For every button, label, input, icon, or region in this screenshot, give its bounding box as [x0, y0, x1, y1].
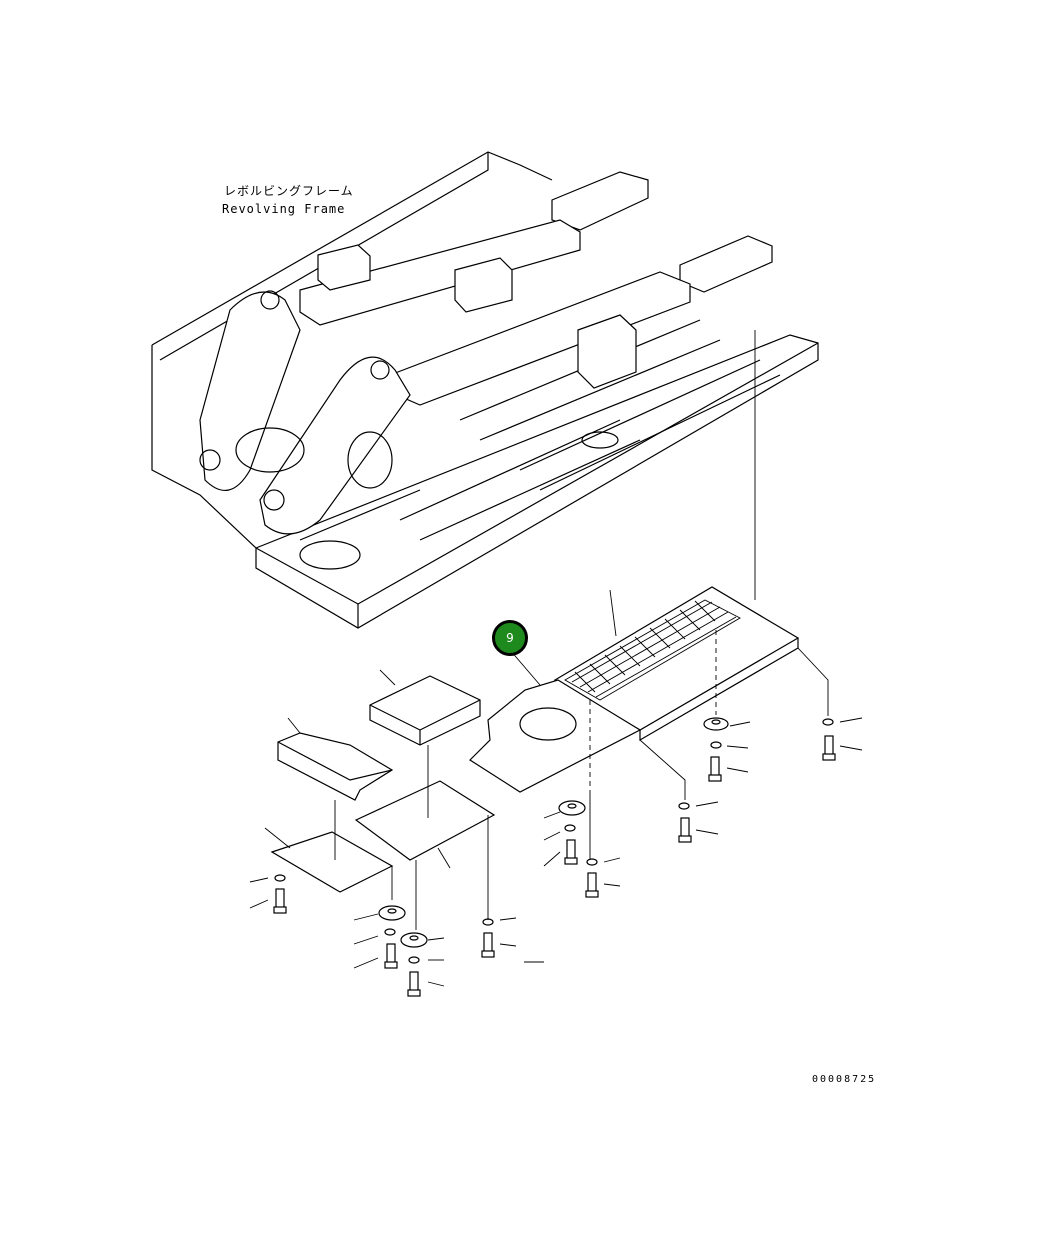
- under-cover-plate[interactable]: [469, 679, 642, 793]
- frame-label-english: Revolving Frame: [222, 202, 346, 216]
- reference-leaders: [249, 589, 863, 987]
- bottom-plate-center[interactable]: [354, 780, 496, 861]
- frame-label-japanese: レボルビングフレーム: [224, 184, 354, 198]
- washers: [274, 718, 834, 964]
- callout-9-button[interactable]: 9: [492, 620, 528, 656]
- mounts: [378, 717, 729, 948]
- cover-plate-left[interactable]: [277, 732, 394, 801]
- callout-number: 9: [506, 631, 514, 645]
- document-number: 00008725: [812, 1074, 877, 1085]
- bottom-plate-left[interactable]: [270, 831, 394, 893]
- cover-plate-top[interactable]: [369, 675, 481, 746]
- bolts: [273, 735, 836, 997]
- revolving-frame: [151, 151, 819, 629]
